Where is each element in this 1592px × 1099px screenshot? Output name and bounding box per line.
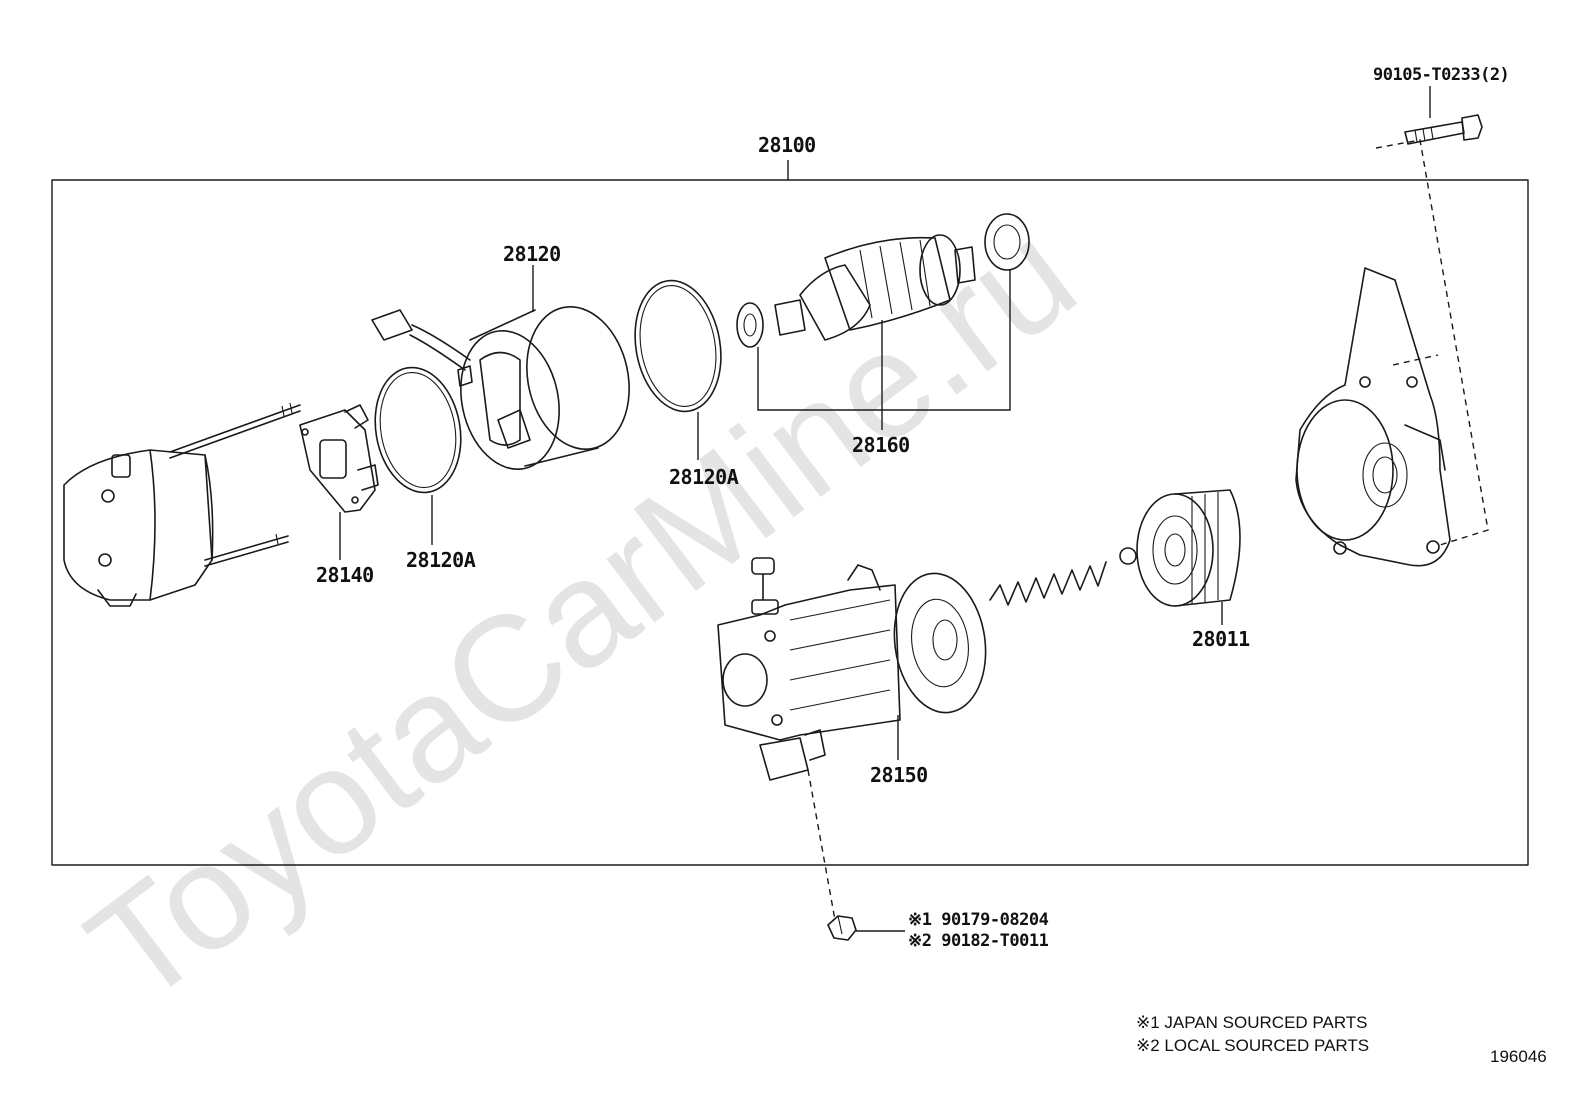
armature-icon — [736, 213, 1030, 348]
label-28120a-lower: 28120A — [406, 548, 476, 572]
label-28120a-upper: 28120A — [669, 465, 739, 489]
clutch-icon — [1136, 489, 1241, 607]
nut-icon — [827, 915, 857, 941]
label-28150: 28150 — [870, 763, 928, 787]
spring-icon — [989, 561, 1107, 606]
label-28160: 28160 — [852, 433, 910, 457]
magnetic-switch-icon — [717, 557, 987, 781]
label-28120: 28120 — [503, 242, 561, 266]
ball-icon — [1119, 547, 1137, 565]
brush-holder-icon — [299, 404, 379, 513]
o-ring-upper-icon — [634, 279, 722, 413]
note-japan: ※1 JAPAN SOURCED PARTS — [1136, 1013, 1368, 1032]
assembly-frame — [51, 179, 1529, 866]
end-frame-icon — [63, 402, 301, 607]
label-28011: 28011 — [1192, 627, 1250, 651]
label-28140: 28140 — [316, 563, 374, 587]
field-frame-icon — [371, 306, 630, 470]
watermark: ToyotaCarMine.ru — [58, 189, 1105, 1036]
drive-housing-icon — [1295, 267, 1451, 567]
label-nut-1: ※1 90179-08204 — [908, 910, 1049, 930]
illustration-id: 196046 — [1490, 1047, 1547, 1066]
bolt-icon — [1404, 114, 1483, 145]
label-28100: 28100 — [758, 133, 816, 157]
label-nut-2: ※2 90182-T0011 — [908, 931, 1049, 951]
note-local: ※2 LOCAL SOURCED PARTS — [1136, 1036, 1369, 1055]
label-bolt: 90105-T0233(2) — [1373, 65, 1509, 85]
o-ring-lower-icon — [374, 366, 462, 494]
